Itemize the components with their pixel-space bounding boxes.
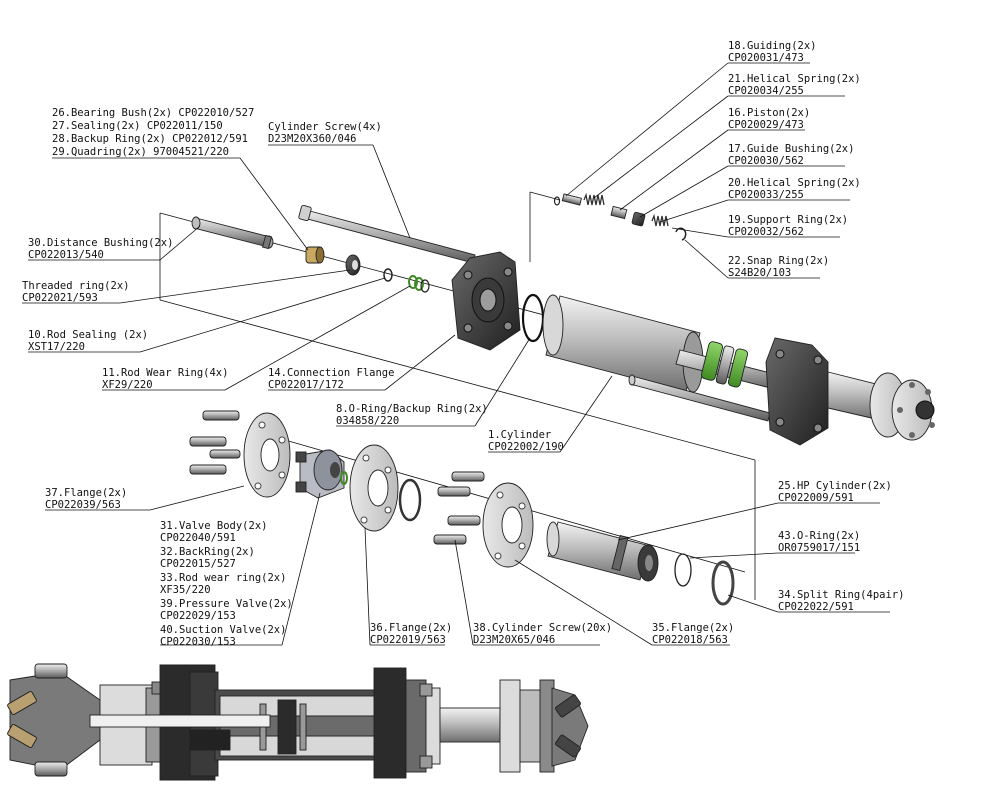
label-rod-wear-ring-33: 33.Rod wear ring(2x) [160, 572, 286, 584]
label-guide-bushing: 17.Guide Bushing(2x) [728, 143, 854, 155]
code-valve-body: CP022040/591 [160, 532, 236, 544]
code-guide-bushing: CP020030/562 [728, 155, 804, 167]
label-snap-ring: 22.Snap Ring(2x) [728, 255, 829, 267]
label-guiding: 18.Guiding(2x) [728, 40, 817, 52]
label-helical-spring-20: 20.Helical Spring(2x) [728, 177, 861, 189]
label-flange-37: 37.Flange(2x) [45, 487, 127, 499]
hp-cylinder-part [546, 521, 659, 582]
distance-bushing-part [191, 216, 274, 250]
code-cylinder: CP022002/190 [488, 441, 564, 453]
label-hp-cylinder: 25.HP Cylinder(2x) [778, 480, 892, 492]
right-end-block-part [765, 337, 935, 446]
code-helical-spring-21: CP020034/255 [728, 85, 804, 97]
code-o-ring-backup: 034858/220 [336, 415, 399, 427]
label-quadring: 29.Quadring(2x) 97004521/220 [52, 146, 229, 158]
lower-tie-rod-part [628, 374, 771, 422]
bearing-bush-part [305, 246, 325, 264]
piston-part [610, 205, 628, 220]
code-connection-flange: CP022017/172 [268, 379, 344, 391]
label-connection-flange: 14.Connection Flange [268, 367, 394, 379]
label-split-ring: 34.Split Ring(4pair) [778, 589, 904, 601]
guiding-part [561, 193, 583, 206]
code-flange-36: CP022019/563 [370, 634, 446, 646]
flange-35-part [482, 482, 534, 568]
piston-rod-part [675, 341, 791, 393]
label-suction-valve: 40.Suction Valve(2x) [160, 624, 286, 636]
backup-ring-part [398, 478, 422, 522]
cylinder-screw-part [298, 204, 476, 264]
code-split-ring: CP022022/591 [778, 601, 854, 613]
code-o-ring-43: OR0759017/151 [778, 542, 860, 554]
guide-bushing-part [631, 211, 646, 227]
cross-section-view [7, 663, 589, 781]
label-flange-36: 36.Flange(2x) [370, 622, 452, 634]
label-piston: 16.Piston(2x) [728, 107, 810, 119]
label-back-ring: 32.BackRing(2x) [160, 546, 255, 558]
label-rod-sealing: 10.Rod Sealing (2x) [28, 329, 148, 341]
code-hp-cylinder: CP022009/591 [778, 492, 854, 504]
code-guiding: CP020031/473 [728, 52, 804, 64]
code-rod-wear-ring: XF29/220 [102, 379, 153, 391]
code-threaded-ring: CP022021/593 [22, 292, 98, 304]
code-pressure-valve: CP022029/153 [160, 610, 236, 622]
label-sealing: 27.Sealing(2x) CP022011/150 [52, 120, 223, 132]
code-flange-35: CP022018/563 [652, 634, 728, 646]
label-helical-spring-21: 21.Helical Spring(2x) [728, 73, 861, 85]
code-helical-spring-20: CP020033/255 [728, 189, 804, 201]
code-snap-ring: S24B20/103 [728, 267, 791, 279]
small-ring-part [553, 196, 561, 206]
label-pressure-valve: 39.Pressure Valve(2x) [160, 598, 293, 610]
code-support-ring: CP020032/562 [728, 226, 804, 238]
label-support-ring: 19.Support Ring(2x) [728, 214, 848, 226]
label-distance-bushing: 30.Distance Bushing(2x) [28, 237, 173, 249]
label-flange-35: 35.Flange(2x) [652, 622, 734, 634]
valve-body-part [295, 449, 348, 499]
threaded-ring-part [345, 254, 361, 276]
main-cylinder-part [542, 294, 704, 393]
small-parts-top [553, 192, 687, 241]
o-ring-part [521, 293, 545, 343]
leader-lines [22, 62, 890, 646]
code-cylinder-screw-38: D23M20X65/046 [473, 634, 555, 646]
code-flange-37: CP022039/563 [45, 499, 121, 511]
split-ring-part [711, 560, 735, 606]
flange-37-part [243, 412, 291, 498]
label-rod-wear-ring: 11.Rod Wear Ring(4x) [102, 367, 228, 379]
code-rod-wear-ring-33: XF35/220 [160, 584, 211, 596]
label-cylinder-screw: Cylinder Screw(4x) [268, 121, 382, 133]
label-valve-body: 31.Valve Body(2x) [160, 520, 267, 532]
code-cylinder-screw: D23M20X360/046 [268, 133, 357, 145]
helical-spring-2-part [651, 213, 669, 227]
label-o-ring-backup: 8.O-Ring/Backup Ring(2x) [336, 403, 488, 415]
rod-wear-ring-part [408, 275, 430, 293]
flange-bolts-left [189, 410, 241, 475]
o-ring-43-part [674, 553, 692, 587]
code-distance-bushing: CP022013/540 [28, 249, 104, 261]
label-o-ring-43: 43.O-Ring(2x) [778, 530, 860, 542]
code-suction-valve: CP022030/153 [160, 636, 236, 648]
rod-sealing-part [383, 268, 393, 282]
flange-36-part [349, 444, 399, 532]
connection-flange-part [451, 251, 521, 351]
label-cylinder-screw-38: 38.Cylinder Screw(20x) [473, 622, 612, 634]
label-bearing-bush: 26.Bearing Bush(2x) CP022010/527 [52, 107, 254, 119]
flange-bolts-middle [433, 471, 485, 545]
label-cylinder: 1.Cylinder [488, 429, 551, 441]
helical-spring-part [583, 192, 605, 206]
callout-labels: 18.Guiding(2x) CP020031/473 21.Helical S… [22, 40, 904, 648]
label-threaded-ring: Threaded ring(2x) [22, 280, 129, 292]
code-rod-sealing: XST17/220 [28, 341, 85, 353]
code-piston: CP020029/473 [728, 119, 804, 131]
code-back-ring: CP022015/527 [160, 558, 236, 570]
label-backup-ring: 28.Backup Ring(2x) CP022012/591 [52, 133, 248, 145]
